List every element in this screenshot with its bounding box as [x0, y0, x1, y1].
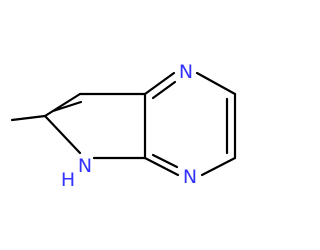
bond-c7a-n1 [143, 71, 176, 96]
molecule-structure: N N N H [10, 61, 237, 191]
bond-c6-c7 [43, 92, 82, 118]
atom-n1-label: N [179, 61, 193, 83]
bond-n4-c4a [143, 156, 180, 177]
bond-c7a-n1-inner [151, 80, 177, 100]
bond-c6-n5 [43, 114, 82, 155]
bond-c3-n4 [200, 156, 237, 177]
bond-methyl [10, 114, 47, 122]
atom-n4-label: N [183, 166, 197, 188]
bond-n4-c4a-inner [151, 153, 179, 169]
atom-nh-h-label: H [61, 169, 75, 191]
atom-nh-n-label: N [78, 155, 92, 177]
bond-n1-c2 [195, 71, 237, 96]
bond-c6-c7-inner [51, 100, 83, 113]
